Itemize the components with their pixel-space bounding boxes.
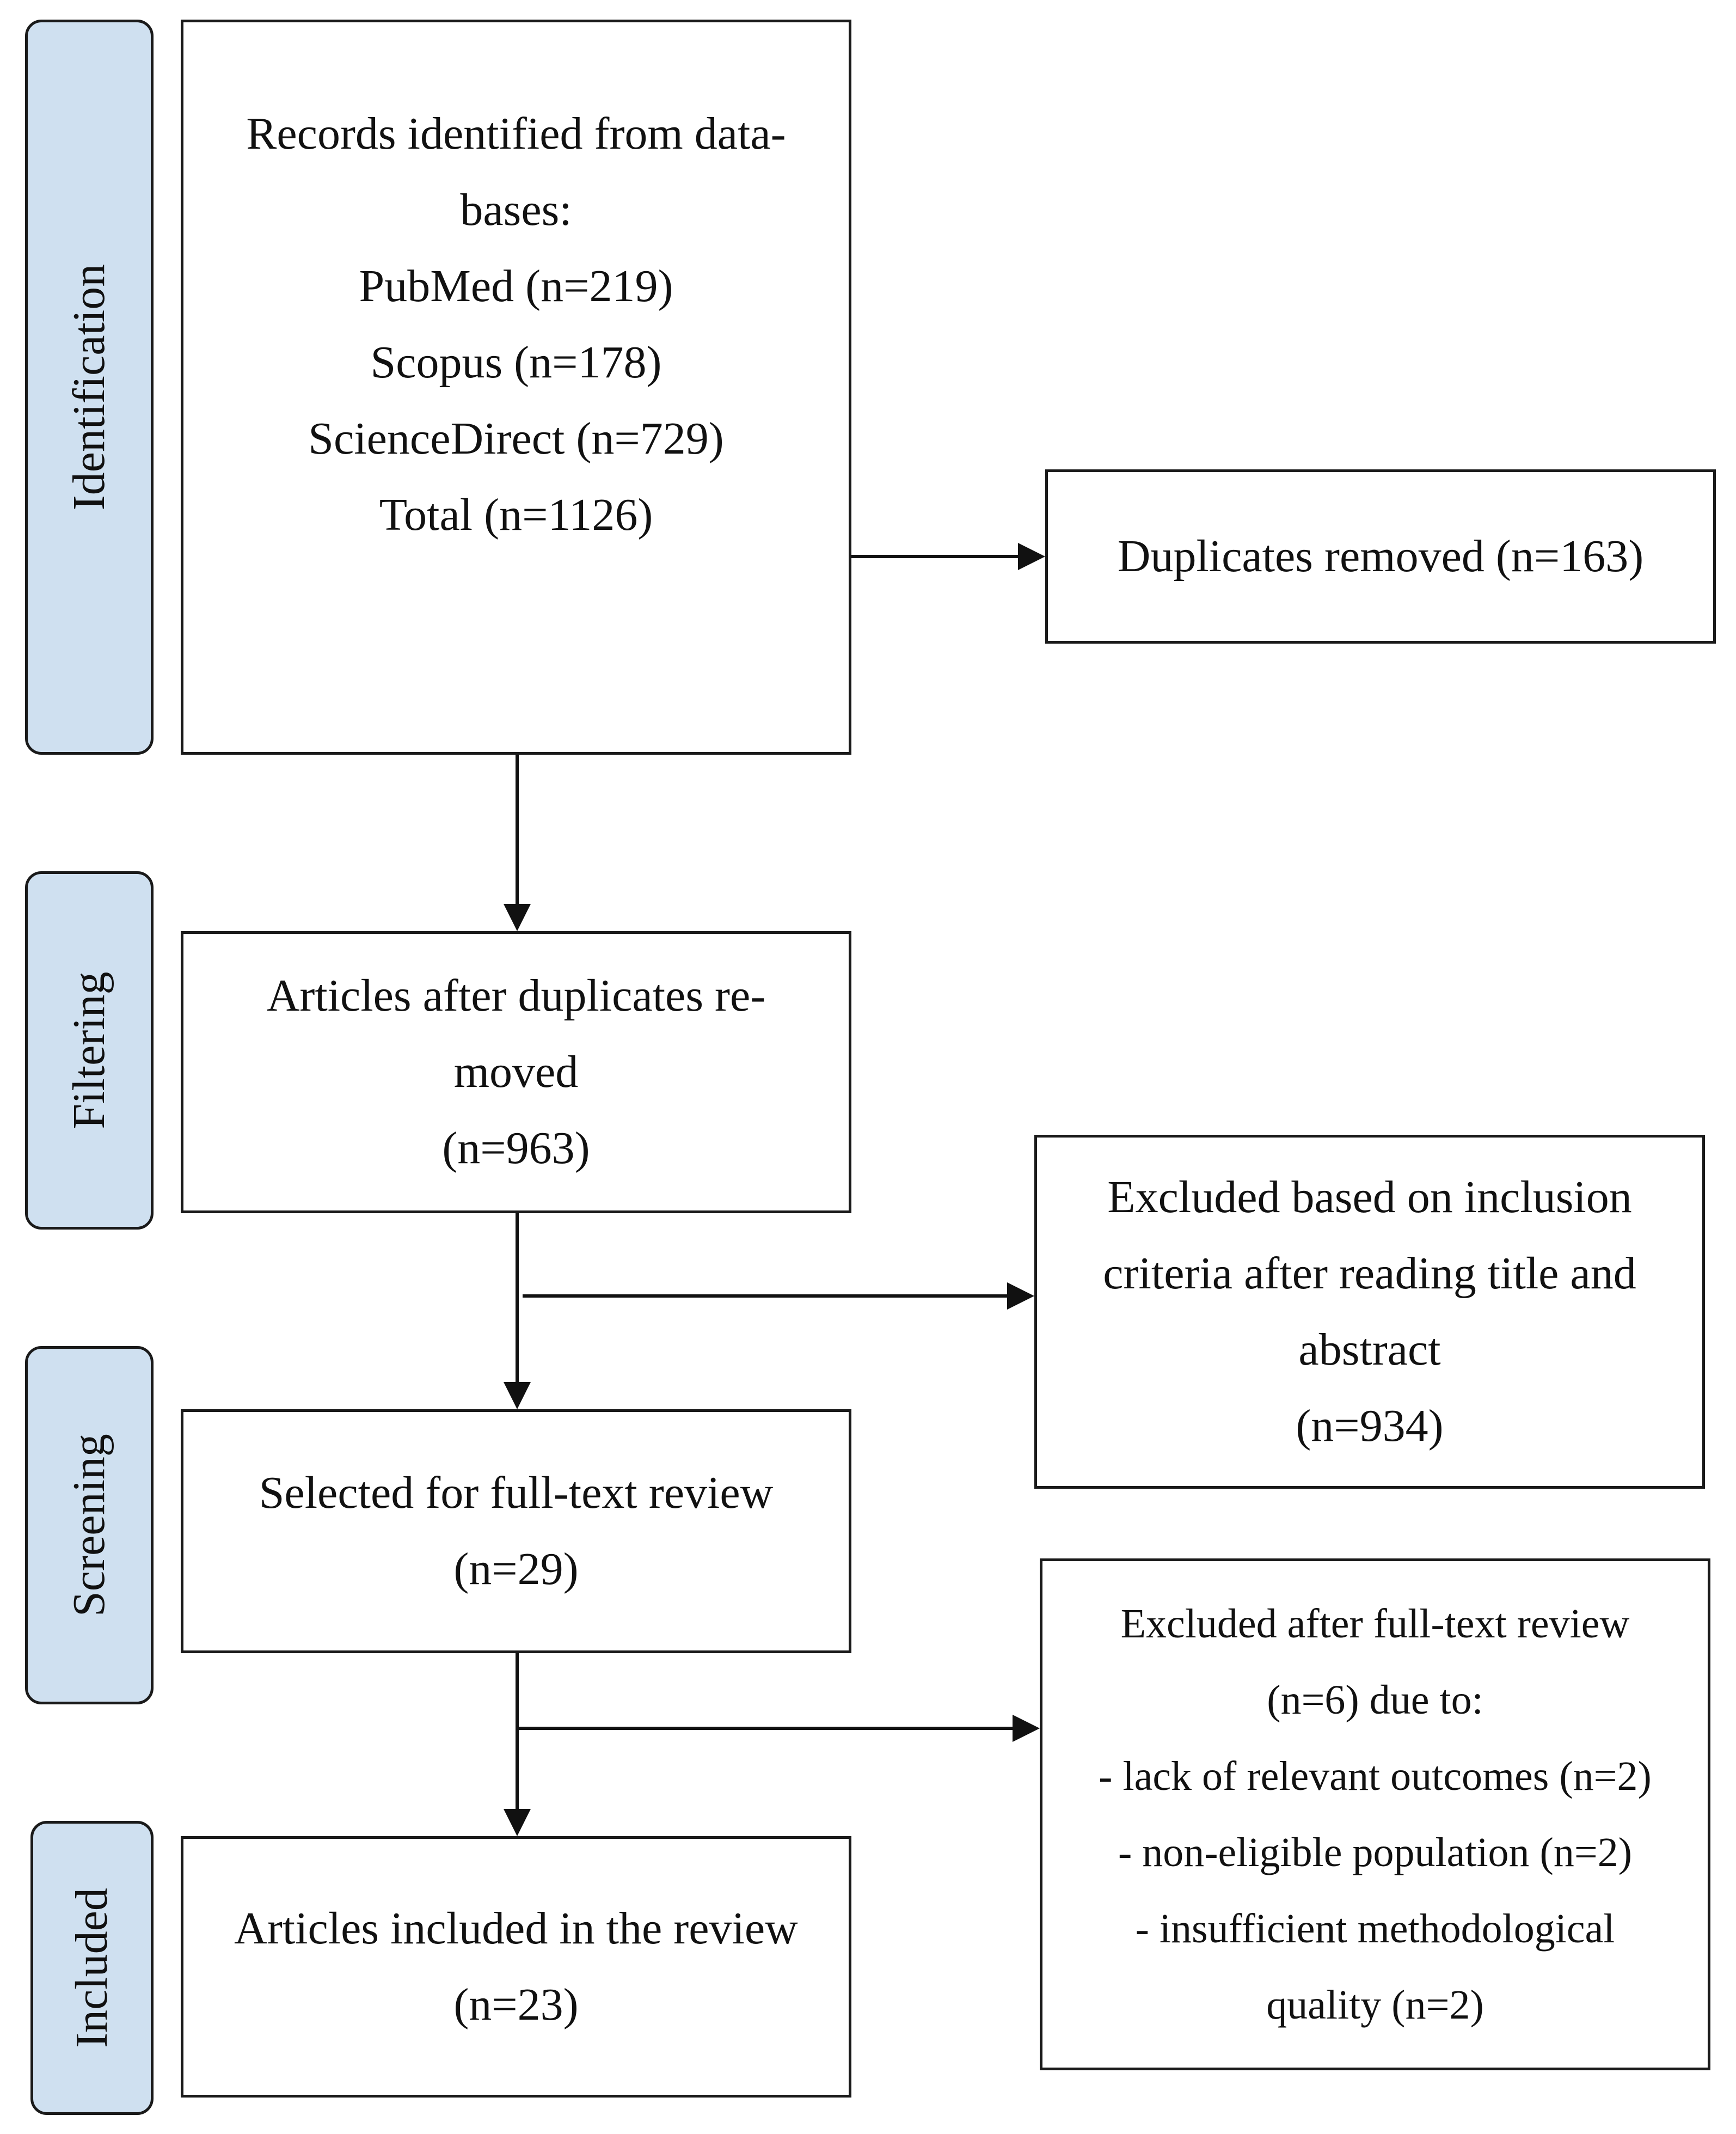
excluded-full-text-line: Excluded after full-text review	[1120, 1601, 1630, 1647]
arrow-to-excluded-title-abstract	[523, 1282, 1034, 1310]
records-identified-line: PubMed (n=219)	[359, 261, 673, 311]
phase-included: Included	[30, 1821, 154, 2115]
records-identified-line: Scopus (n=178)	[370, 337, 662, 388]
included-review-box: Articles included in the review (n=23)	[181, 1836, 851, 2098]
records-identified-line: Total (n=1126)	[379, 490, 653, 540]
included-review-line: (n=23)	[453, 1979, 579, 2030]
records-identified-line: bases:	[460, 185, 572, 235]
excluded-full-text-line: - lack of relevant outcomes (n=2)	[1099, 1753, 1652, 1799]
full-text-review-line: (n=29)	[453, 1544, 579, 1594]
excluded-title-abstract-line: (n=934)	[1296, 1401, 1444, 1451]
phase-identification-label: Identification	[64, 264, 114, 511]
records-identified-line: ScienceDirect (n=729)	[308, 413, 724, 464]
arrow-to-included-review	[504, 1652, 531, 1836]
records-identified-line: Records identified from data-	[246, 108, 786, 159]
phase-included-label: Included	[66, 1888, 117, 2048]
excluded-full-text-line: (n=6) due to:	[1267, 1677, 1483, 1723]
after-duplicates-box: Articles after duplicates re- moved (n=9…	[181, 931, 851, 1213]
records-identified-box: Records identified from data- bases: Pub…	[181, 20, 851, 755]
excluded-full-text-line: - non-eligible population (n=2)	[1118, 1830, 1633, 1875]
phase-identification: Identification	[25, 20, 154, 755]
excluded-title-abstract-line: abstract	[1298, 1324, 1441, 1375]
excluded-full-text-line: - insufficient methodological	[1135, 1906, 1615, 1952]
arrow-to-after-duplicates	[504, 754, 531, 931]
excluded-title-abstract-box: Excluded based on inclusion criteria aft…	[1034, 1135, 1705, 1489]
full-text-review-box: Selected for full-text review (n=29)	[181, 1409, 851, 1653]
arrow-to-duplicates-removed	[850, 543, 1045, 570]
excluded-title-abstract-line: Excluded based on inclusion	[1107, 1172, 1632, 1222]
excluded-full-text-box: Excluded after full-text review (n=6) du…	[1040, 1558, 1710, 2070]
phase-filtering-label: Filtering	[64, 971, 114, 1129]
after-duplicates-line: Articles after duplicates re-	[266, 970, 766, 1021]
included-review-line: Articles included in the review	[234, 1903, 798, 1954]
phase-screening-label: Screening	[64, 1434, 114, 1617]
after-duplicates-line: (n=963)	[442, 1123, 590, 1173]
duplicates-removed-box: Duplicates removed (n=163)	[1045, 469, 1716, 644]
arrow-to-excluded-full-text	[517, 1715, 1040, 1742]
arrow-to-full-text-review	[504, 1194, 531, 1409]
phase-screening: Screening	[25, 1346, 154, 1704]
full-text-review-line: Selected for full-text review	[259, 1467, 774, 1518]
excluded-full-text-line: quality (n=2)	[1266, 1982, 1484, 2028]
after-duplicates-line: moved	[453, 1047, 579, 1097]
phase-filtering: Filtering	[25, 871, 154, 1230]
excluded-title-abstract-line: criteria after reading title and	[1103, 1248, 1636, 1299]
duplicates-removed-line: Duplicates removed (n=163)	[1117, 531, 1644, 582]
